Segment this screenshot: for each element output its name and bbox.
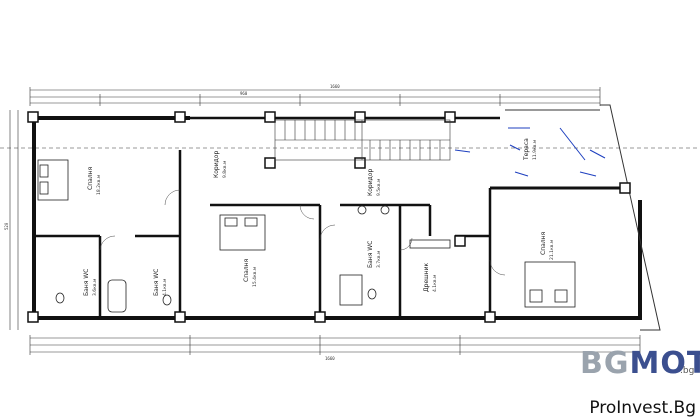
room-label-terrace: Тераса	[523, 138, 530, 161]
room-area-terrace: 11.9кв.м	[532, 140, 538, 160]
logo-wordmark: BGMOT	[580, 346, 700, 381]
room-area-bedroom-center: 15.4кв.м	[252, 267, 258, 287]
staircase	[274, 119, 451, 161]
room-label-wardrobe: Дрешник	[423, 263, 430, 293]
wardrobe-unit	[409, 239, 451, 249]
dimension-lines	[0, 89, 700, 353]
room-area-corridor-top: 9.8кв.м	[222, 161, 228, 178]
dim-left-height: 520	[4, 222, 9, 230]
room-label-corridor-top: Коридор	[213, 151, 220, 178]
dim-inner-top: 960	[240, 91, 248, 96]
sink-1	[380, 205, 390, 215]
structural-columns	[27, 111, 631, 323]
interior-walls	[34, 150, 492, 318]
room-label-corridor-mid: Коридор	[367, 169, 374, 196]
logo-part-bg: BG	[580, 346, 630, 381]
electrical-marks	[454, 127, 606, 177]
toilet-left	[55, 292, 65, 304]
bed-right	[524, 261, 576, 308]
dim-overall-width: 1660	[330, 84, 340, 89]
door-swings	[99, 189, 506, 276]
room-labels: Спалня 18.2кв.м Спалня 15.4кв.м Спалня 2…	[83, 138, 555, 296]
room-label-bath-center: Баня WC	[367, 241, 374, 268]
bed-left	[37, 159, 69, 201]
dim-bottom-total: 1660	[325, 356, 335, 361]
logo-part-mot: MOT	[629, 346, 700, 381]
dimension-texts: 1660 960 1660 520	[4, 84, 340, 361]
room-area-corridor-mid: 9.5кв.м	[376, 179, 382, 196]
room-area-bedroom-right: 21.1кв.м	[549, 240, 555, 260]
room-label-bath-left: Баня WC	[83, 269, 90, 296]
room-area-bath-left: 3.6кв.м	[92, 279, 98, 296]
furniture	[37, 159, 576, 313]
dimension-ticks	[29, 87, 641, 355]
room-label-bedroom-center: Спалня	[243, 258, 250, 282]
bgmot-logo: BGMOT .bg	[572, 336, 700, 420]
room-area-bath-center: 3.7кв.м	[376, 251, 382, 268]
room-area-bath-mid: 4.1кв.м	[162, 279, 168, 296]
room-area-wardrobe: 4.1кв.м	[432, 275, 438, 292]
logo-tld: .bg	[680, 366, 695, 376]
terrace-outline	[505, 104, 661, 331]
toilet-mid	[162, 294, 172, 306]
room-label-bedroom-left: Спалня	[87, 166, 94, 190]
bed-center	[219, 214, 266, 251]
bathtub	[107, 279, 127, 313]
shower	[339, 274, 363, 306]
sink-2	[357, 205, 367, 215]
room-label-bedroom-right: Спалня	[540, 231, 547, 255]
watermark-proinvest: ProInvest.Bg	[589, 398, 696, 418]
toilet-center	[367, 288, 377, 300]
room-label-bath-mid: Баня WC	[153, 269, 160, 296]
room-area-bedroom-left: 18.2кв.м	[96, 175, 102, 195]
